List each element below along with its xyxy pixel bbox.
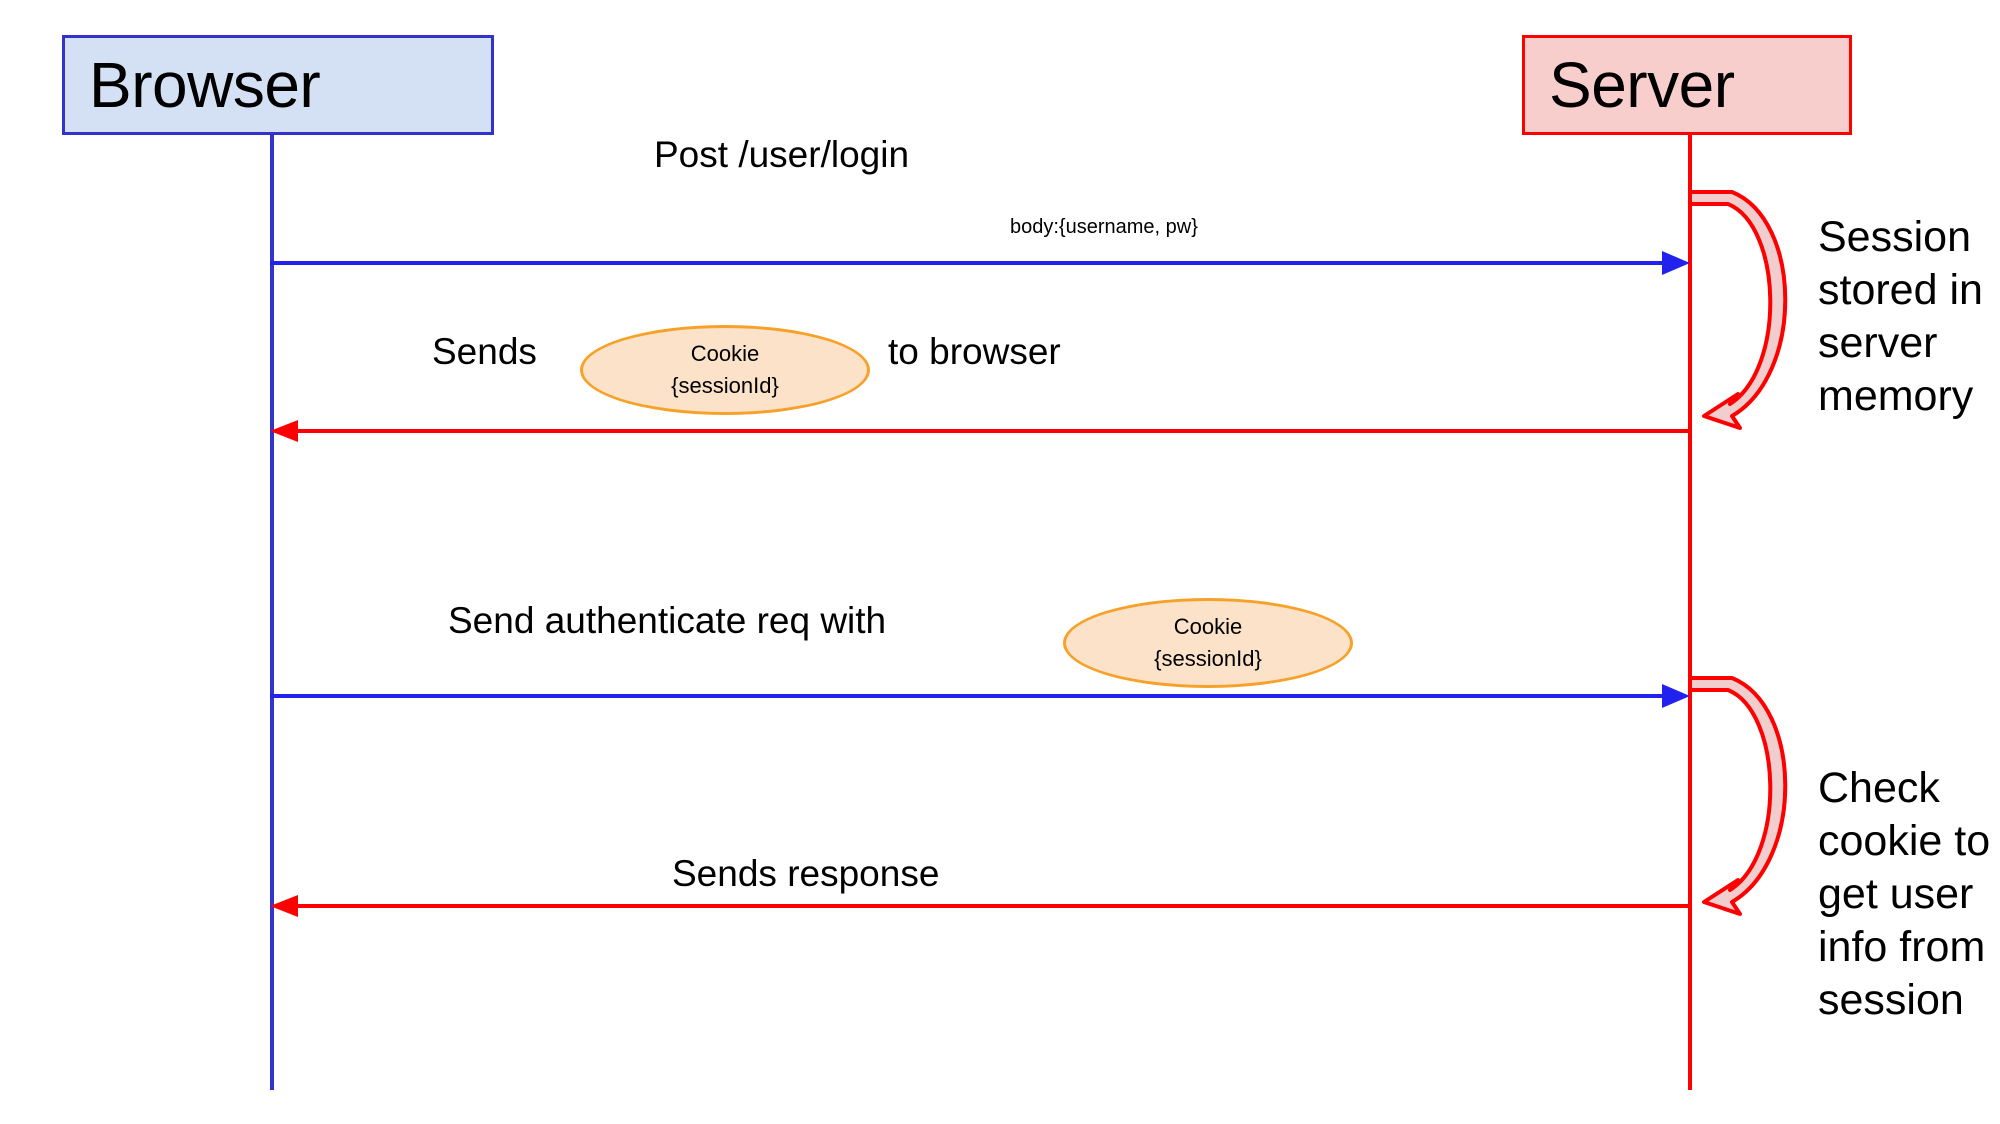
message-4-arrow[interactable] — [270, 891, 1690, 921]
participant-server-label: Server — [1549, 49, 1735, 121]
message-4-label: Sends response — [672, 853, 940, 894]
message-1-sublabel: body:{username, pw} — [1010, 216, 1198, 238]
message-1-label: Post /user/login — [654, 134, 910, 175]
message-3-label-before: Send authenticate req with — [448, 600, 887, 641]
message-3-arrow[interactable] — [270, 681, 1690, 711]
cookie-ellipse-request[interactable]: Cookie {sessionId} — [1063, 598, 1353, 688]
lifeline-server — [1688, 135, 1692, 1090]
lifeline-browser — [270, 135, 274, 1090]
annotation-check-cookie: Check cookie to get user info from sessi… — [1818, 764, 1991, 1024]
self-loop-arrow-check-cookie[interactable] — [1686, 676, 1806, 916]
participant-browser[interactable]: Browser — [62, 35, 494, 135]
self-loop-arrow-store-session[interactable] — [1686, 190, 1806, 430]
cookie-ellipse-response[interactable]: Cookie {sessionId} — [580, 325, 870, 415]
message-2-label-before: Sends — [432, 331, 537, 372]
message-2-label-after: to browser — [888, 331, 1061, 372]
participant-server[interactable]: Server — [1522, 35, 1852, 135]
cookie-label-line2: {sessionId} — [1154, 646, 1262, 671]
message-2-arrow[interactable] — [270, 416, 1690, 446]
participant-browser-label: Browser — [89, 49, 321, 121]
cookie-label-line1: Cookie — [690, 341, 760, 367]
message-1-arrow[interactable] — [270, 248, 1690, 278]
annotation-session-stored: Session stored in server memory — [1818, 213, 1983, 420]
cookie-label-line1: Cookie — [1173, 614, 1243, 640]
cookie-label-line2: {sessionId} — [671, 373, 779, 398]
